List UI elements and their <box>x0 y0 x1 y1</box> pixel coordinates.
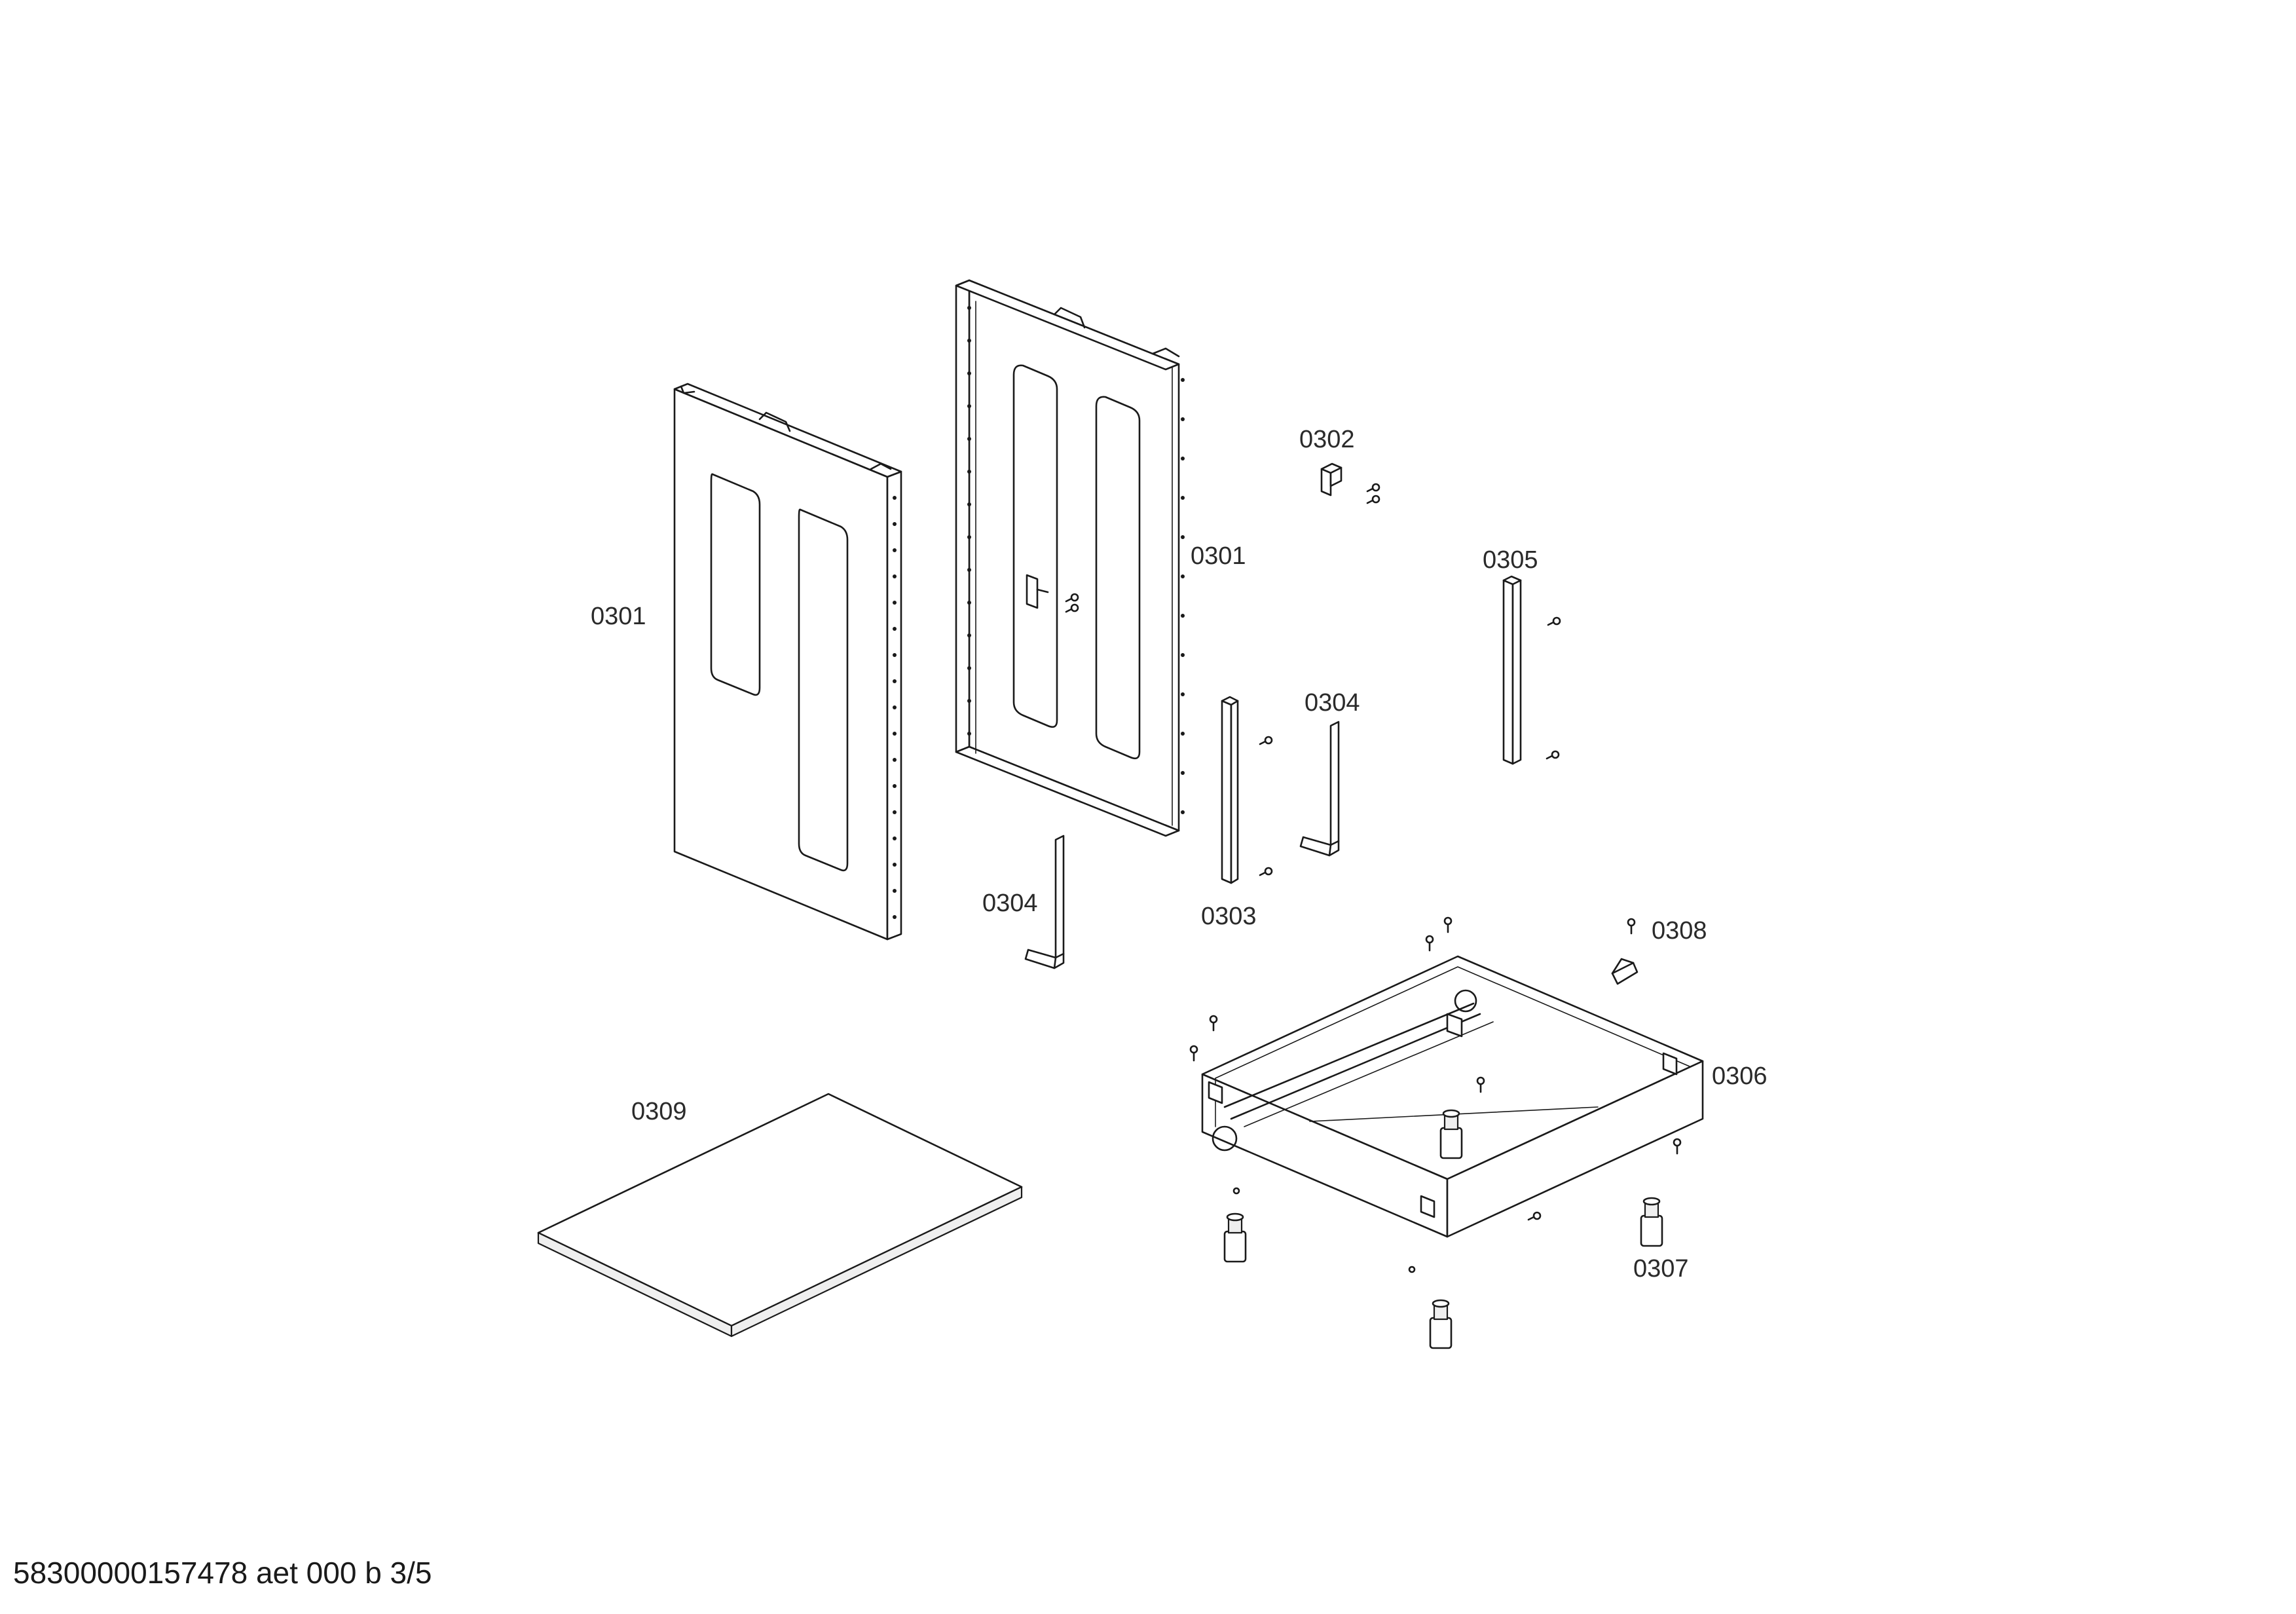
callout-profile: 0303 <box>1201 903 1257 930</box>
foot-bottom <box>1429 1299 1453 1349</box>
callout-clip: 0308 <box>1652 917 1707 945</box>
rail-part <box>1502 575 1561 765</box>
callout-feet: 0307 <box>1633 1255 1689 1283</box>
angle-left-part <box>1024 835 1065 969</box>
side-panel-right <box>955 279 1185 837</box>
foot-front-right <box>1640 1197 1663 1247</box>
leveling-feet <box>1223 1109 1663 1349</box>
document-id: 58300000157478 aet 000 b 3/5 <box>13 1556 432 1590</box>
frame-screws <box>1189 916 1682 1273</box>
callout-side-panel-left: 0301 <box>591 603 646 630</box>
callout-angle-right: 0304 <box>1305 689 1360 717</box>
side-panel-left <box>673 383 902 941</box>
foot-front-left <box>1223 1212 1247 1263</box>
callout-bracket: 0302 <box>1299 426 1355 453</box>
cover-plate <box>537 1093 1023 1338</box>
profile-part <box>1221 696 1273 884</box>
callout-cover-plate: 0309 <box>631 1098 687 1125</box>
callout-rail: 0305 <box>1483 546 1538 574</box>
angle-right-part <box>1299 721 1340 857</box>
base-frame <box>1201 955 1704 1238</box>
bracket-part <box>1320 462 1380 504</box>
callout-angle-left: 0304 <box>982 890 1038 917</box>
callout-base-frame: 0306 <box>1712 1062 1768 1090</box>
foot-inner <box>1439 1109 1463 1159</box>
clip-part <box>1611 918 1639 985</box>
callout-side-panel-right: 0301 <box>1191 542 1246 570</box>
